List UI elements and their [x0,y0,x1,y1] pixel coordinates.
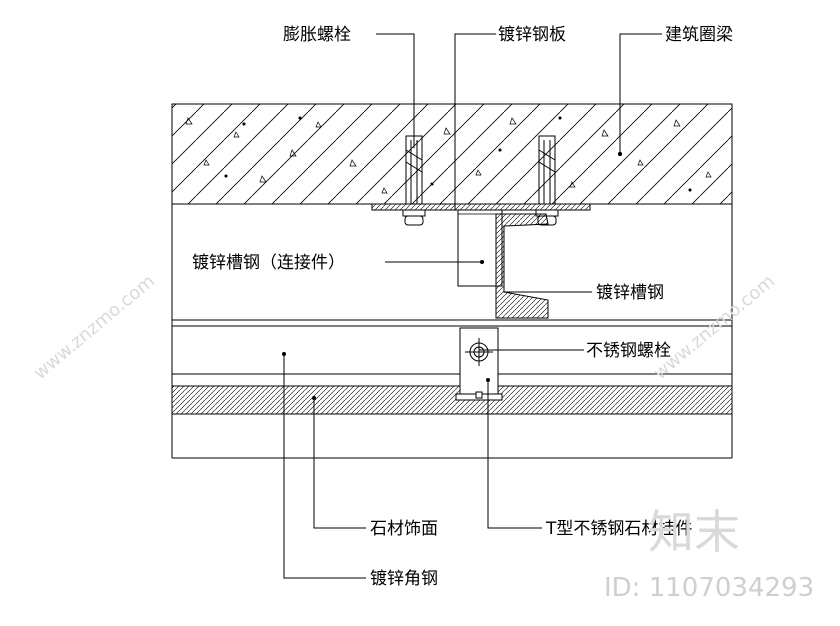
stone-facing-layer [171,385,733,415]
ring-beam-section [171,103,733,205]
aggregate-marks [185,116,712,194]
substructure-lines [171,204,733,459]
watermark-id: ID: 1107034293 [604,573,814,603]
label-stainless-bolt: 不锈钢螺栓 [586,341,671,361]
label-ring-beam: 建筑圈梁 [665,25,733,45]
channel-connector [457,209,503,287]
leader-lines [283,33,662,579]
label-galvanized-steel-plate: 镀锌钢板 [498,25,566,45]
channel-steel [495,213,549,319]
label-channel-connector: 镀锌槽钢（连接件） [192,253,345,273]
label-channel-steel: 镀锌槽钢 [596,283,664,303]
label-expansion-bolt: 膨胀螺栓 [283,25,351,45]
label-stone-facing: 石材饰面 [370,519,438,539]
leader-dots [282,152,622,400]
label-t-hanger: T型不锈钢石材挂件 [545,519,692,539]
watermark-logo: 知末 [648,505,740,559]
label-angle-steel: 镀锌角钢 [370,569,438,589]
t-shaped-hanger [455,327,503,401]
galvanized-steel-plate [371,203,591,211]
watermark-url-left: www.znzmo.com [30,271,159,384]
watermark-url-right: www.znzmo.com [650,271,779,384]
